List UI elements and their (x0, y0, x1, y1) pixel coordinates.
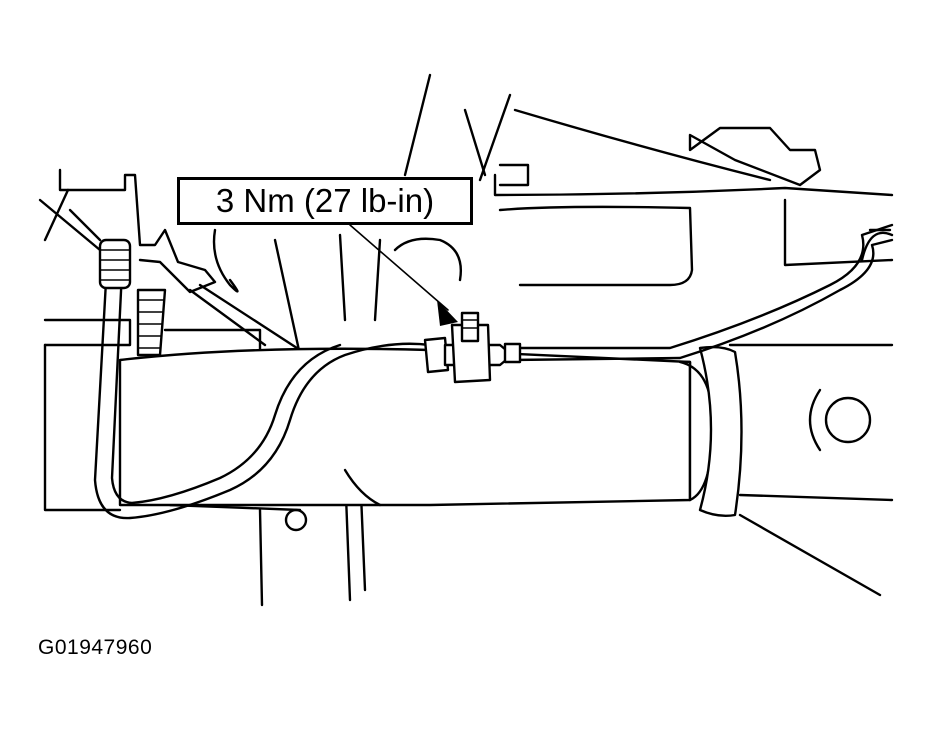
torque-callout: 3 Nm (27 lb-in) (177, 177, 473, 225)
vehicle-body-structure (38, 73, 894, 607)
callout-leader (349, 224, 458, 326)
arrowhead-icon (437, 300, 458, 326)
main-tube (118, 347, 692, 507)
brake-line (93, 223, 894, 520)
fitting-bracket (423, 311, 522, 384)
tube-clamp-band (678, 345, 743, 518)
figure-id: G01947960 (38, 636, 153, 659)
torque-label: 3 Nm (27 lb-in) (215, 182, 435, 219)
